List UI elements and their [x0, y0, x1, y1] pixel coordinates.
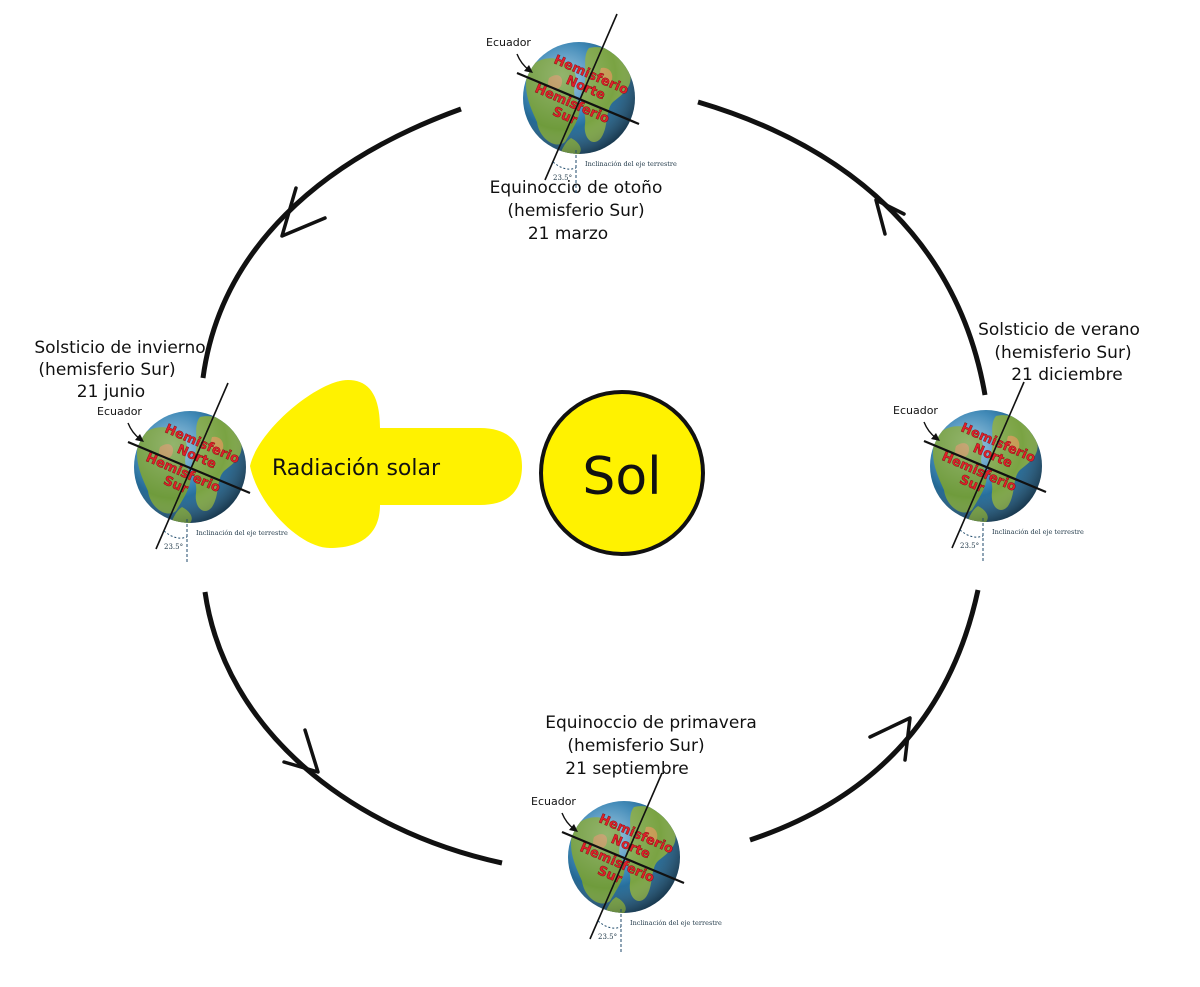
- caption-bottom-line3: 21 septiembre: [565, 759, 688, 779]
- equator-label: Ecuador: [486, 36, 531, 49]
- tilt-degree-label: 23.5°: [598, 933, 617, 941]
- equator-line: [127, 440, 251, 495]
- earth-globes: HemisferioNorteHemisferioSur23.5°Inclina…: [97, 13, 1084, 953]
- arrowhead-icon: [569, 824, 578, 832]
- caption-left-line2: (hemisferio Sur): [38, 360, 175, 380]
- equator-line: [516, 71, 640, 126]
- caption-right-line1: Solsticio de verano: [978, 320, 1140, 340]
- caption-bottom-line2: (hemisferio Sur): [567, 736, 704, 756]
- tilt-caption-label: Inclinación del eje terrestre: [630, 919, 722, 927]
- arrowhead-icon: [135, 434, 144, 442]
- orbit-arc-bottom-left: [202, 591, 503, 866]
- caption-left-line3: 21 junio: [77, 382, 145, 402]
- tilt-angle-arc: [163, 530, 188, 539]
- orbit-direction-arrows: [280, 186, 912, 774]
- tilt-caption-label: Inclinación del eje terrestre: [992, 528, 1084, 536]
- tilt-angle-arc: [597, 920, 622, 929]
- earth-globe-top: HemisferioNorteHemisferioSur23.5°Inclina…: [486, 13, 677, 194]
- earth-globe-right: HemisferioNorteHemisferioSur23.5°Inclina…: [893, 381, 1084, 562]
- earth-globe-left: HemisferioNorteHemisferioSur23.5°Inclina…: [97, 382, 288, 563]
- earth-axis-line: [589, 772, 663, 940]
- caption-right-line3: 21 diciembre: [1011, 365, 1123, 385]
- caption-bottom-line1: Equinoccio de primavera: [545, 713, 757, 733]
- sun: Sol: [539, 390, 705, 556]
- solar-radiation-arrow: Radiación solar: [250, 380, 522, 548]
- radiation-arrow-shape: [250, 380, 522, 548]
- equator-label: Ecuador: [97, 405, 142, 418]
- tilt-degree-label: 23.5°: [960, 542, 979, 550]
- tilt-angle-arc: [552, 161, 577, 170]
- caption-right-line2: (hemisferio Sur): [994, 343, 1131, 363]
- tilt-caption-label: Inclinación del eje terrestre: [585, 160, 677, 168]
- arrowhead-icon: [524, 65, 533, 73]
- tilt-angle-arc: [959, 529, 984, 538]
- equator-line: [561, 830, 685, 885]
- caption-bottom: Equinoccio de primavera (hemisferio Sur)…: [545, 713, 757, 779]
- equator-label: Ecuador: [893, 404, 938, 417]
- equator-label: Ecuador: [531, 795, 576, 808]
- caption-right: Solsticio de verano (hemisferio Sur) 21 …: [978, 320, 1140, 385]
- caption-left: Solsticio de invierno (hemisferio Sur) 2…: [34, 338, 205, 402]
- arrow-chevron-icon: [874, 198, 906, 236]
- caption-left-line1: Solsticio de invierno: [34, 338, 205, 358]
- tilt-degree-label: 23.5°: [553, 174, 572, 182]
- equator-line: [923, 439, 1047, 494]
- orbit-arc-bottom-right: [749, 589, 981, 843]
- orbit-arc-top-left: [200, 106, 462, 379]
- radiation-label: Radiación solar: [272, 456, 441, 481]
- tilt-degree-label: 23.5°: [164, 543, 183, 551]
- arrow-chevron-icon: [868, 716, 912, 762]
- earth-globe-bottom: HemisferioNorteHemisferioSur23.5°Inclina…: [531, 772, 722, 953]
- arrow-chevron-icon: [282, 728, 320, 774]
- caption-top-line2: (hemisferio Sur): [507, 201, 644, 221]
- earth-axis-line: [155, 382, 229, 550]
- earth-axis-line: [951, 381, 1025, 549]
- caption-top-line3: 21 marzo: [528, 224, 608, 244]
- arrowhead-icon: [931, 433, 940, 441]
- tilt-caption-label: Inclinación del eje terrestre: [196, 529, 288, 537]
- orbit-arc-top-right: [697, 99, 988, 396]
- arrow-chevron-icon: [280, 186, 327, 238]
- sun-label: Sol: [582, 447, 661, 507]
- earth-axis-line: [544, 13, 618, 181]
- sun-circle: [539, 390, 705, 556]
